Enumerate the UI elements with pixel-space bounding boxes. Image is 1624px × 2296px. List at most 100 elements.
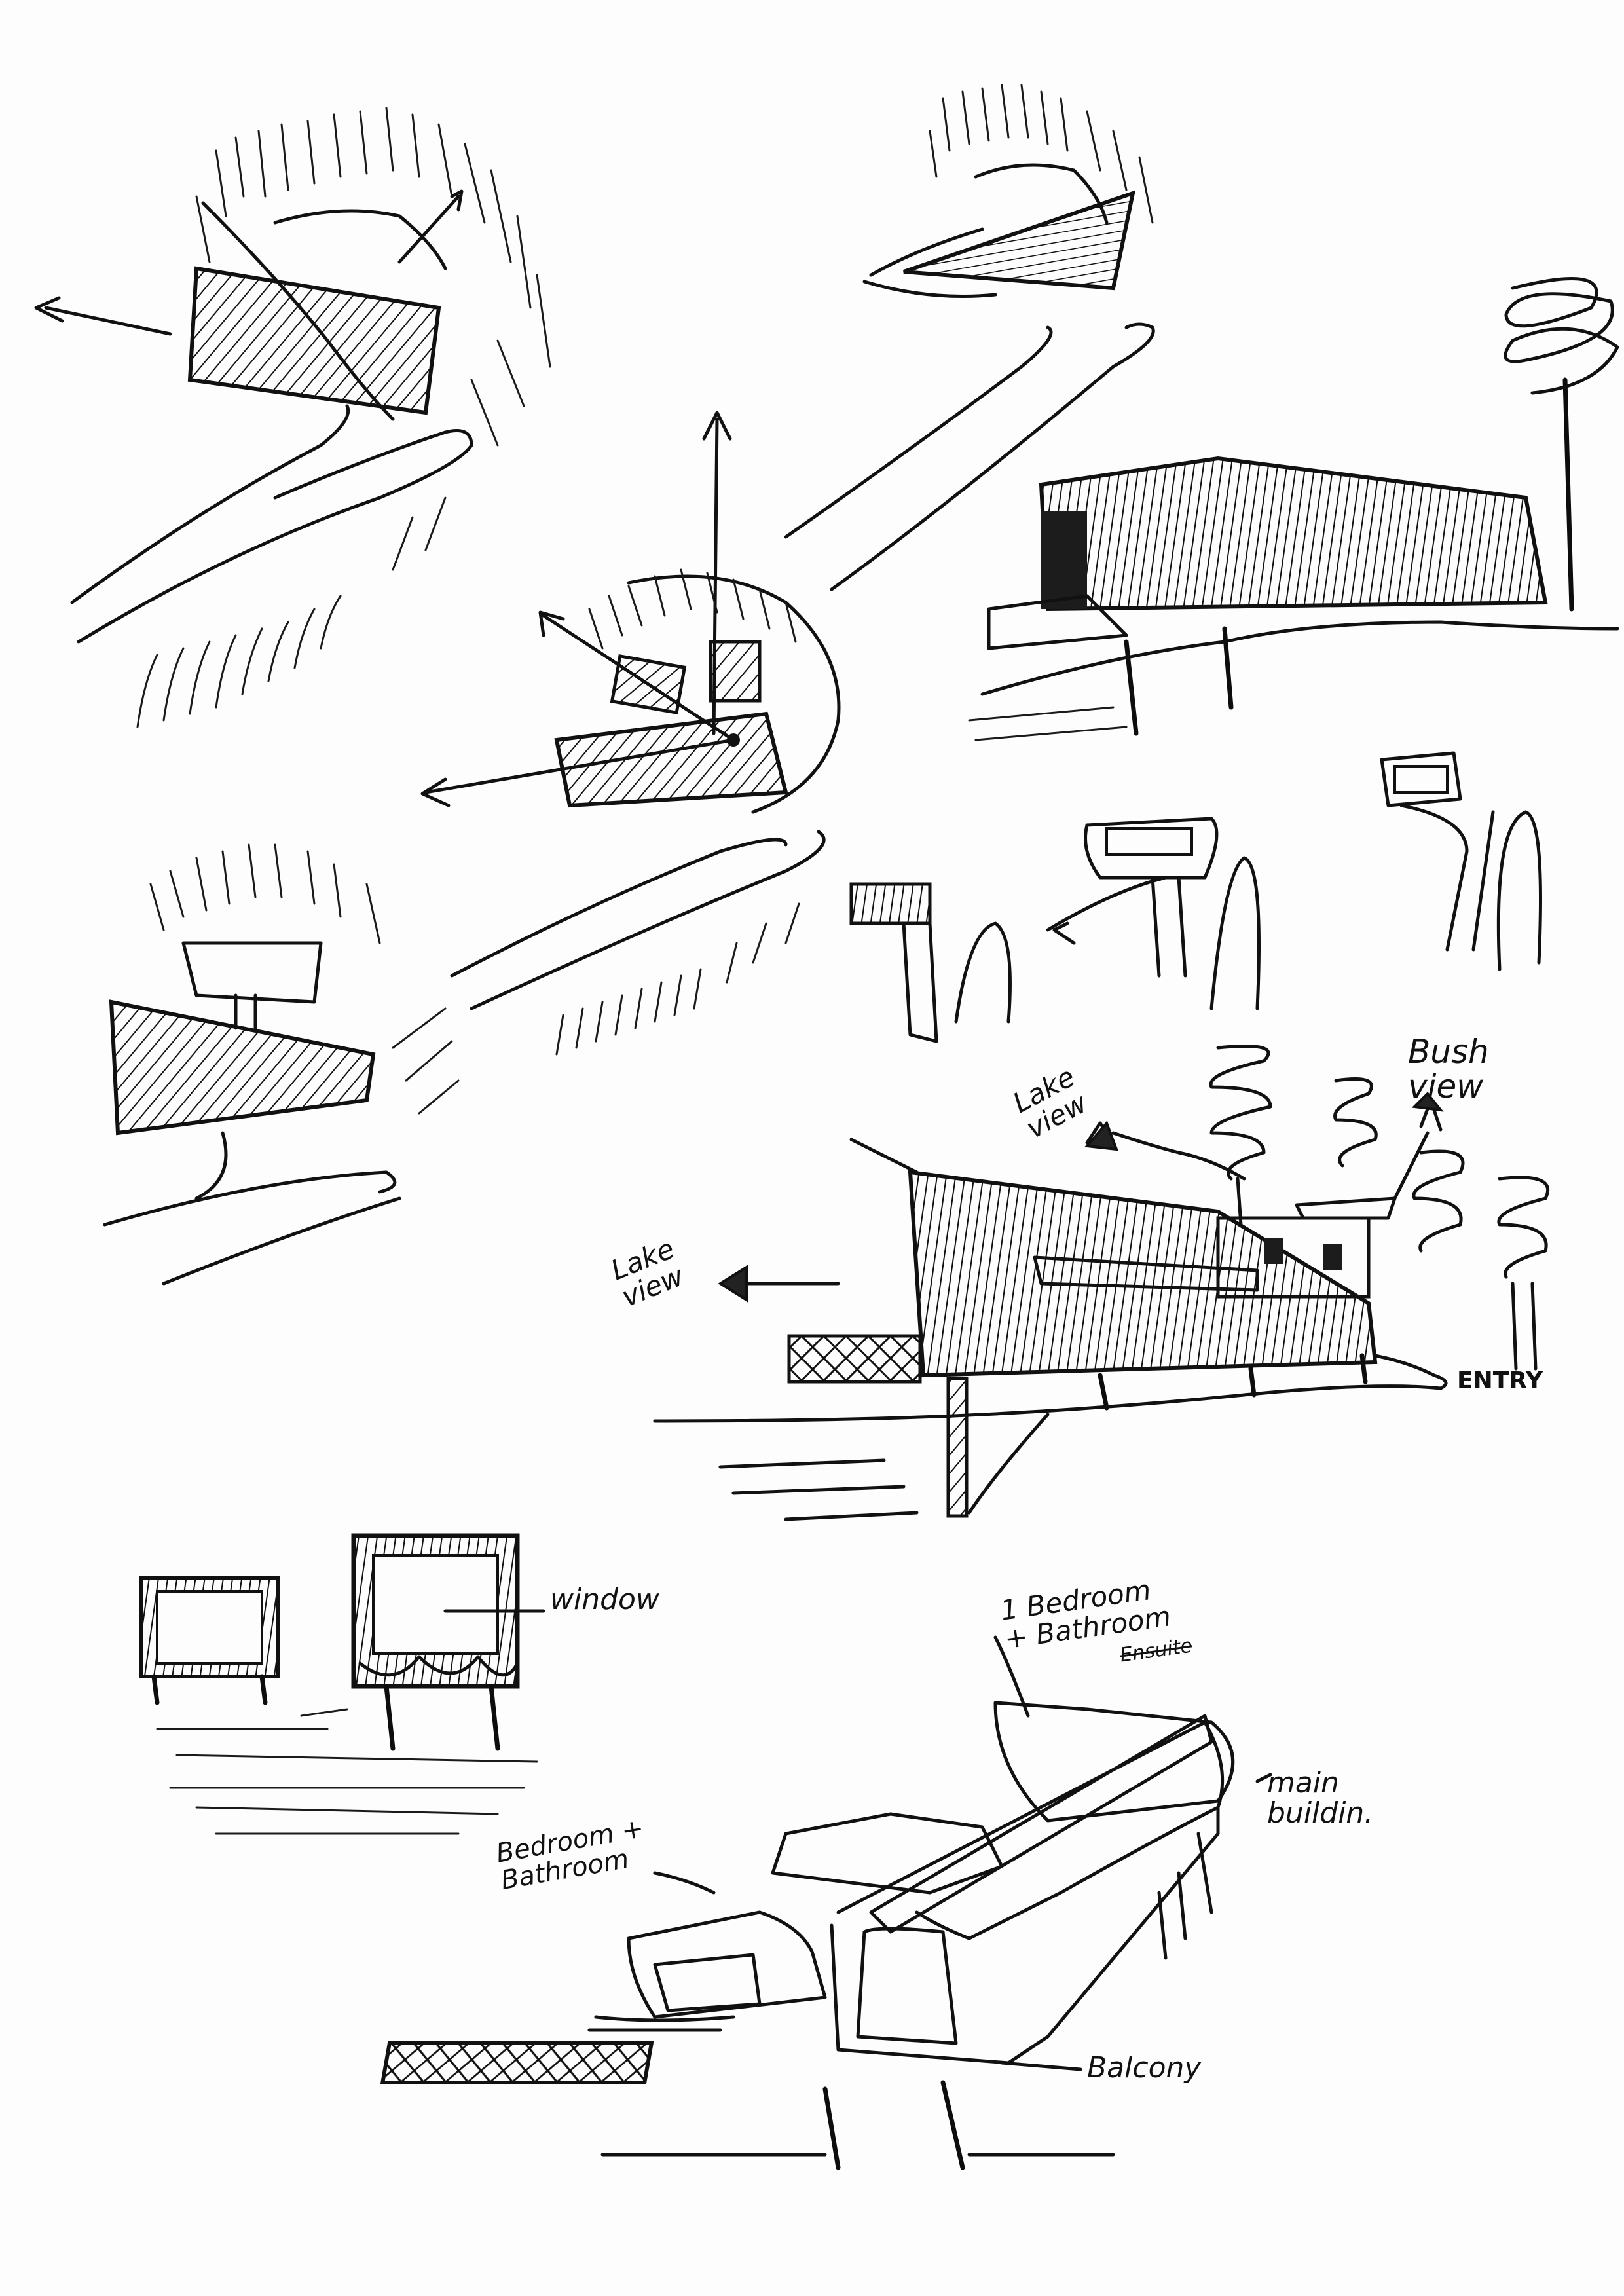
rooftop-box — [1295, 1196, 1397, 1220]
site-plan-sketch-2 — [784, 84, 1155, 591]
ground-hatching-1 — [136, 496, 447, 728]
massing-3-box — [1380, 751, 1462, 807]
bedroom-2-deck — [587, 2015, 735, 2032]
main-building-roof — [836, 1720, 1225, 1940]
small-elevation-window — [156, 1590, 263, 1665]
deck-platform — [987, 594, 1128, 650]
site-boundary-arc — [627, 574, 841, 814]
view-arc — [273, 209, 447, 270]
main-building-door — [856, 1927, 958, 2045]
massing-1-top — [849, 882, 932, 925]
tree-hatching-1 — [195, 107, 551, 447]
balcony-leader — [1000, 2061, 1082, 2071]
site-plan-sketch-1 — [34, 107, 551, 728]
bedroom-1-leader — [993, 1635, 1030, 1718]
approach-line — [862, 227, 997, 298]
label-bush-view: Bush view — [1408, 1033, 1489, 1105]
label-main-building: main buildin. — [1267, 1766, 1374, 1830]
upper-box — [181, 941, 323, 1004]
entry-opening — [1041, 511, 1087, 609]
perspective-sketch-1 — [968, 277, 1619, 741]
short-piers — [1098, 1353, 1368, 1411]
label-balcony: Balcony — [1087, 2051, 1202, 2084]
bush-arrow-head — [1411, 1092, 1444, 1112]
spiral-tree-1 — [1504, 277, 1619, 612]
driveway-line-1 — [70, 404, 350, 604]
building-footprint — [187, 266, 441, 415]
ground-lines-4 — [103, 1131, 401, 1286]
ground-hatching-3 — [555, 902, 800, 1056]
bush-view-arrow — [1393, 1098, 1443, 1200]
pavilion-2 — [709, 640, 762, 703]
tree-hatching-4 — [149, 843, 381, 944]
entry-volume — [1216, 1216, 1371, 1299]
massing-3-stem — [1399, 804, 1495, 952]
tree-hatching-2 — [929, 84, 1154, 224]
tall-pier — [946, 1377, 969, 1518]
view-arrow — [397, 189, 464, 264]
ground-strokes-1 — [968, 706, 1128, 741]
massing-2-arrow — [1046, 876, 1168, 945]
large-elevation-window — [372, 1554, 499, 1655]
massing-2-window — [1105, 827, 1193, 856]
massing-2-path — [1209, 856, 1261, 1010]
main-footprint — [554, 711, 788, 808]
connector — [234, 993, 257, 1030]
main-building-side — [830, 1805, 1220, 2065]
ground-line-1 — [980, 620, 1619, 696]
bedroom-1-lower — [771, 1812, 1004, 1895]
side-strokes — [392, 1007, 460, 1115]
ground-hatching-8 — [156, 1708, 538, 1835]
massing-1-stem — [902, 921, 938, 1043]
perspective-sketch-2 — [380, 1635, 1272, 2170]
sloped-roof-volume — [908, 1170, 1378, 1378]
slope-lines — [718, 1413, 1050, 1521]
bedroom-2-leader — [653, 1871, 716, 1895]
lake-arrow-head — [718, 1265, 748, 1303]
large-elevation-legs — [384, 1684, 500, 1751]
label-entry: ENTRY — [1457, 1367, 1543, 1394]
west-arrow — [34, 296, 172, 336]
massing-2-box — [1084, 817, 1219, 880]
driveway-2 — [784, 322, 1155, 591]
small-elevation-legs — [151, 1674, 268, 1705]
massing-2-stem — [1151, 876, 1187, 978]
side-piers — [1157, 1832, 1213, 1960]
window-a — [1264, 1238, 1283, 1264]
massing-3-window — [1393, 765, 1449, 794]
bedroom-volume-1 — [993, 1701, 1235, 1823]
tree-hatching-3 — [588, 568, 797, 650]
lattice-balcony — [787, 1334, 922, 1384]
main-building-leader — [1255, 1773, 1272, 1783]
lake-arrow-head-1 — [1084, 1120, 1119, 1151]
arrow-northwest — [538, 610, 735, 742]
massing-3-path — [1496, 810, 1542, 971]
wedge-building — [903, 190, 1136, 291]
band-window — [1033, 1255, 1259, 1292]
bedroom-volume-2 — [627, 1910, 827, 2019]
view-arc-2 — [974, 163, 1109, 225]
ground-line-2 — [653, 1384, 1443, 1423]
cantilever-wedge — [109, 999, 376, 1136]
elevation-sketch-1 — [103, 843, 460, 1286]
driveway-line-2 — [77, 429, 473, 644]
balcony-lattice — [380, 2041, 654, 2084]
massing-1-path — [954, 921, 1012, 1024]
entry-arrow — [1373, 1354, 1448, 1390]
bedroom-2-opening — [653, 1953, 762, 2012]
balcony-piers — [822, 2080, 965, 2170]
arrow-north — [702, 411, 732, 735]
large-elevation-brace — [358, 1655, 519, 1677]
spiral-trees — [1209, 1045, 1550, 1371]
elevation-sketch-2 — [653, 1045, 1550, 1521]
long-roof-volume — [1039, 456, 1548, 612]
arrow-west — [420, 738, 735, 807]
window-b — [1323, 1244, 1342, 1270]
elevation-sketch-3 — [139, 1533, 545, 1835]
label-window: window — [550, 1583, 659, 1616]
roof-edge — [849, 1138, 919, 1174]
driveway-3 — [450, 830, 826, 1010]
massing-studies — [849, 751, 1542, 1043]
